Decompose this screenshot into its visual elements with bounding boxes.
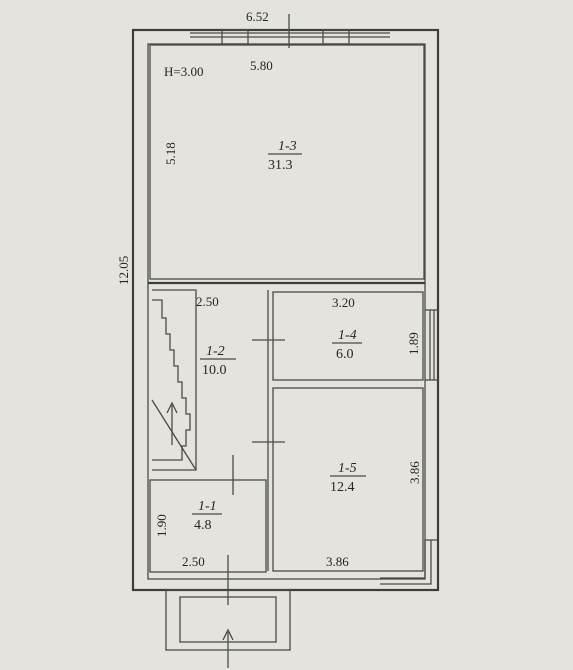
room-1-4-width: 3.20: [332, 295, 355, 310]
right-window: [425, 309, 438, 381]
room-1-3-id: 1-3: [278, 139, 297, 154]
room-1-4-outline: [272, 291, 424, 381]
room-1-5-tag: 1-5 12.4: [330, 461, 366, 495]
room-1-4-length: 1.89: [406, 332, 421, 355]
staircase: [151, 289, 197, 471]
overall-width-label: 6.52: [246, 9, 269, 24]
room-1-3-area: 31.3: [268, 158, 293, 173]
room-1-1-tag: 1-1 4.8: [192, 499, 222, 533]
room-1-5-id: 1-5: [338, 461, 357, 476]
room-1-4-area: 6.0: [336, 347, 354, 362]
top-windows: [190, 29, 390, 45]
outer-wall-outline: [131, 28, 440, 592]
room-1-2-tag: 1-2 10.0: [200, 344, 236, 378]
room-1-4-id: 1-4: [338, 328, 357, 343]
room-1-1-id: 1-1: [198, 499, 217, 514]
ceiling-height-label: H=3.00: [164, 64, 203, 79]
room-1-3-width: 5.80: [250, 58, 273, 73]
room-1-5-width: 3.86: [326, 554, 349, 569]
room-1-5-outline: [272, 387, 424, 572]
room-1-4-tag: 1-4 6.0: [332, 328, 362, 362]
room-1-2-id: 1-2: [206, 344, 225, 359]
room-1-3-tag: 1-3 31.3: [268, 139, 302, 173]
room-1-1-area: 4.8: [194, 518, 212, 533]
inner-wall-outline: [147, 43, 426, 580]
room-1-5-area: 12.4: [330, 480, 355, 495]
balcony: [380, 539, 438, 585]
room-1-2-width: 2.50: [196, 294, 219, 309]
room-1-2-area: 10.0: [202, 363, 227, 378]
overall-length-label: 12.05: [116, 256, 131, 285]
room-1-5-length: 3.86: [407, 461, 422, 484]
room-1-3-outline: [149, 44, 425, 280]
room-1-1-length: 1.90: [154, 514, 169, 537]
room-1-3-length: 5.18: [163, 142, 178, 165]
room-1-1-width: 2.50: [182, 554, 205, 569]
room-1-1-outline: [149, 479, 267, 573]
entrance-porch: [165, 589, 291, 668]
